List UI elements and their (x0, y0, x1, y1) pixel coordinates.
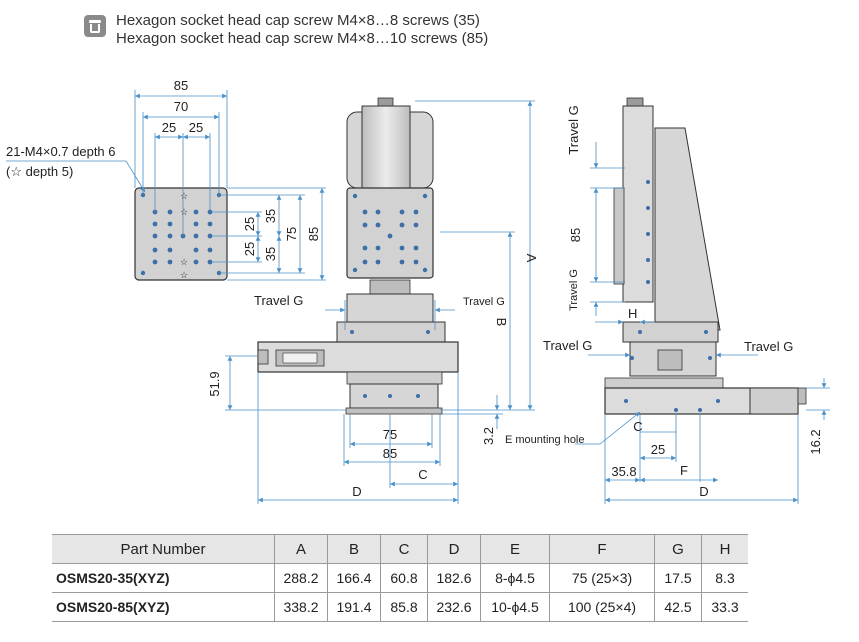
cell-f: 100 (25×4) (549, 592, 655, 622)
dim-25-side: 25 (651, 442, 665, 457)
top-view: ☆ ☆ ☆ ☆ 85 70 25 25 21-M4×0.7 depth 6 (☆ de… (6, 78, 326, 281)
cell-a: 338.2 (274, 592, 328, 622)
travel-g-bottom: Travel G (568, 269, 580, 311)
svg-text:☆: ☆ (180, 191, 188, 201)
v-dim-25-top: 25 (242, 217, 257, 231)
dim-25-left: 25 (162, 120, 176, 135)
svg-text:☆: ☆ (180, 207, 188, 217)
front-view: Travel G Travel G A B 51.9 3.2 75 85 C D (207, 97, 539, 504)
travel-g-right: Travel G (463, 296, 505, 308)
tap-note: 21-M4×0.7 depth 6 (6, 144, 116, 159)
cell-b: 166.4 (327, 563, 381, 593)
dim-75-front: 75 (383, 427, 397, 442)
dim-51-9: 51.9 (207, 371, 222, 396)
cell-h: 8.3 (701, 563, 748, 593)
mounting-hole-label: E mounting hole (505, 434, 585, 446)
cell-g: 17.5 (654, 563, 702, 593)
dim-b: B (494, 318, 509, 327)
cell-h: 33.3 (701, 592, 748, 622)
dim-c-side: C (633, 419, 642, 434)
side-view: Travel G 85 Travel G H Travel G Travel G… (505, 97, 830, 504)
col-e: E (480, 534, 550, 564)
dim-a: A (524, 254, 539, 263)
col-d: D (427, 534, 481, 564)
col-c: C (380, 534, 428, 564)
cell-f: 75 (25×3) (549, 563, 655, 593)
cell-d: 182.6 (427, 563, 481, 593)
cell-e: 10-ϕ4.5 (480, 592, 550, 622)
svg-text:☆: ☆ (180, 270, 188, 280)
dim-h: H (628, 306, 637, 321)
cell-b: 191.4 (327, 592, 381, 622)
legend: Hexagon socket head cap screw M4×8…8 scr… (84, 12, 488, 48)
travel-g-side-right: Travel G (744, 339, 793, 354)
tap-note-depth: (☆ depth 5) (6, 164, 73, 179)
dim-85-front: 85 (383, 446, 397, 461)
col-b: B (327, 534, 381, 564)
col-a: A (274, 534, 328, 564)
dim-d-side: D (699, 484, 708, 499)
dim-3-2: 3.2 (481, 427, 496, 445)
cell-e: 8-ϕ4.5 (480, 563, 550, 593)
stage-top-plate (134, 187, 228, 281)
technical-drawing: ☆ ☆ ☆ ☆ 85 70 25 25 21-M4×0.7 depth 6 (☆ de… (6, 78, 830, 504)
travel-g-side-left: Travel G (543, 338, 592, 353)
v-dim-25-bottom: 25 (242, 242, 257, 256)
cell-c: 60.8 (380, 563, 428, 593)
dim-16-2: 16.2 (808, 429, 823, 454)
dim-d-front: D (352, 484, 361, 499)
col-part-number: Part Number (52, 534, 275, 564)
travel-g-left: Travel G (254, 293, 303, 308)
svg-text:☆: ☆ (180, 257, 188, 267)
dim-85-side: 85 (568, 228, 583, 242)
dim-c-front: C (418, 467, 427, 482)
v-dim-35-bottom: 35 (263, 247, 278, 261)
legend-text: Hexagon socket head cap screw M4×8…8 scr… (116, 12, 488, 48)
v-dim-75: 75 (284, 227, 299, 241)
screw-icon (84, 15, 106, 37)
legend-line-1: Hexagon socket head cap screw M4×8…8 scr… (116, 12, 480, 29)
col-f: F (549, 534, 655, 564)
cell-c: 85.8 (380, 592, 428, 622)
dim-85-top: 85 (174, 78, 188, 93)
v-dim-85: 85 (306, 227, 321, 241)
table-row: OSMS20-85(XYZ) 338.2 191.4 85.8 232.6 10… (52, 592, 748, 622)
travel-g-top: Travel G (566, 105, 581, 154)
dim-35-8: 35.8 (611, 464, 636, 479)
part-number-cell: OSMS20-35(XYZ) (52, 563, 275, 593)
col-g: G (654, 534, 702, 564)
cell-d: 232.6 (427, 592, 481, 622)
star-marks: ☆ ☆ ☆ ☆ (180, 191, 188, 280)
spec-table: Part Number A B C D E F G H OSMS20-35(XY… (52, 534, 748, 622)
col-h: H (701, 534, 748, 564)
dim-f: F (680, 463, 688, 478)
cell-g: 42.5 (654, 592, 702, 622)
table-header-row: Part Number A B C D E F G H (52, 534, 748, 564)
dim-70: 70 (174, 99, 188, 114)
dim-25-right: 25 (189, 120, 203, 135)
part-number-cell: OSMS20-85(XYZ) (52, 592, 275, 622)
v-dim-35-top: 35 (263, 209, 278, 223)
table-row: OSMS20-35(XYZ) 288.2 166.4 60.8 182.6 8-… (52, 563, 748, 593)
cell-a: 288.2 (274, 563, 328, 593)
z-plate (346, 187, 434, 279)
legend-line-2: Hexagon socket head cap screw M4×8…10 sc… (116, 30, 489, 47)
